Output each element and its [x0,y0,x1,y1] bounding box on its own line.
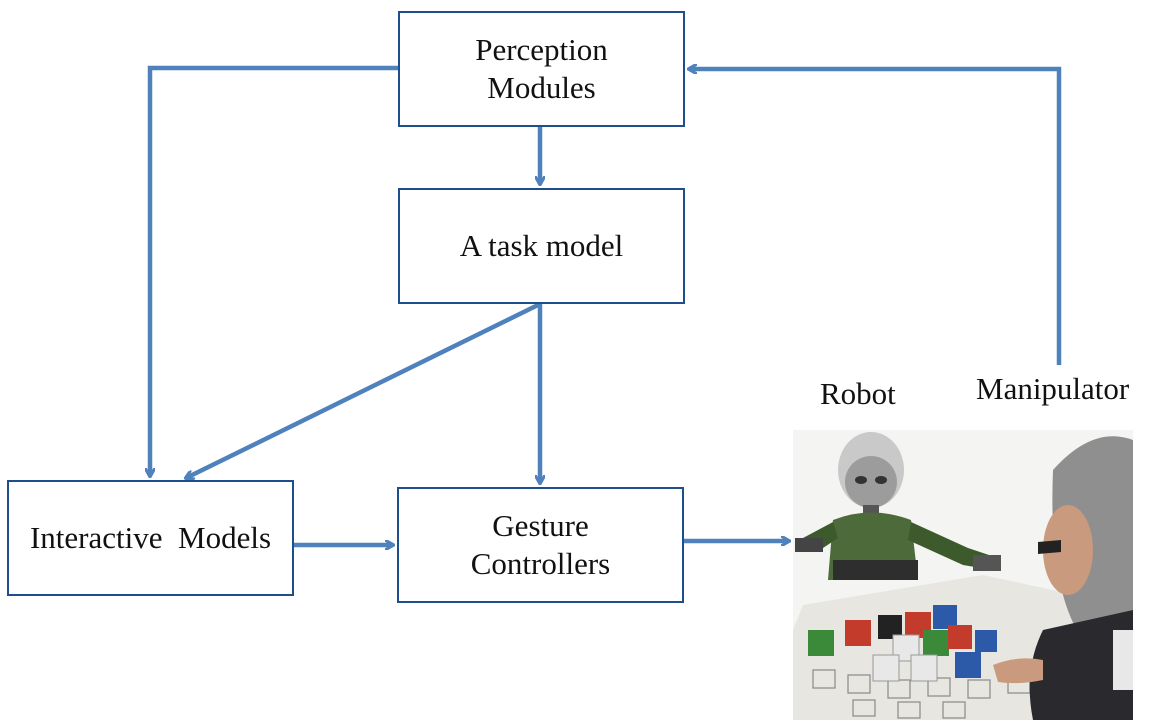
task-line-1: A task model [459,228,624,263]
arrow-manipulator-to-perception [689,69,1062,365]
robot-and-manipulator-photo [793,430,1133,720]
perception-line-2: Modules [487,70,596,105]
arrow-task-to-interactive [186,301,541,478]
manipulator-label: Manipulator [976,371,1130,406]
gesture-line-2: Controllers [470,546,611,581]
gesture-line-1: Gesture [492,508,589,543]
gesture-controllers-box: Gesture Controllers [397,487,684,603]
robot-figure [795,432,1001,580]
interactive-models-box: Interactive Models [7,480,294,596]
perception-line-1: Perception [475,32,608,67]
arrow-perception-to-interactive [150,65,398,476]
interactive-line-1: Interactive Models [29,520,272,555]
task-model-box: A task model [398,188,685,304]
perception-modules-box: Perception Modules [398,11,685,127]
manipulator-figure [993,436,1133,720]
robot-label: Robot [820,376,896,411]
